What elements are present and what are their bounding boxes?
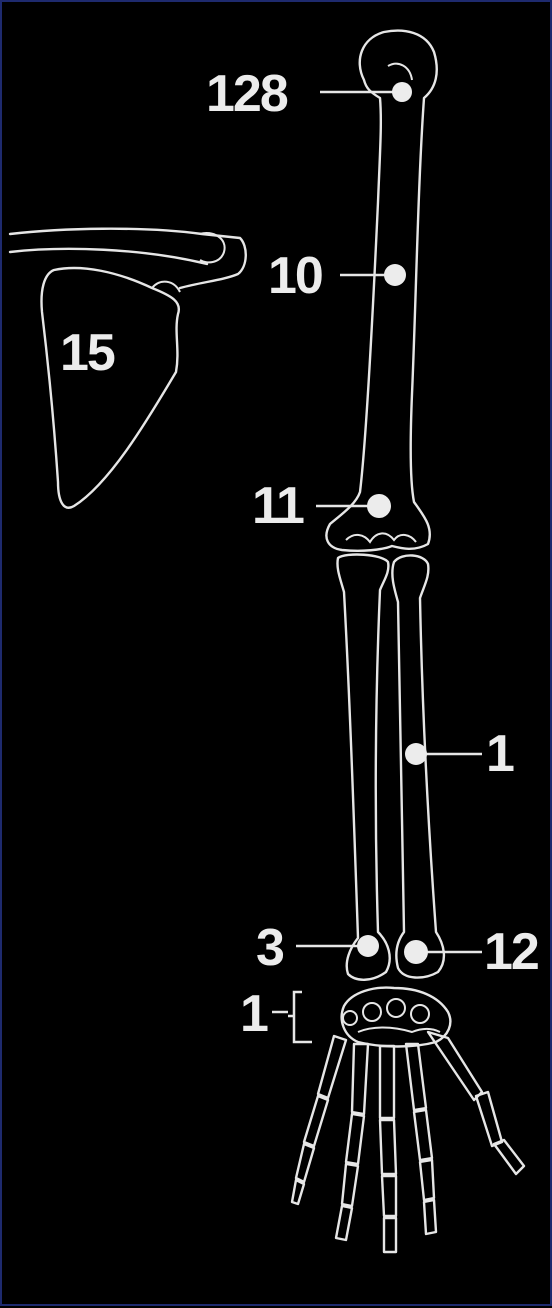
label-humerus-distal: 11 xyxy=(252,480,303,532)
marker-12 xyxy=(404,940,428,964)
label-humerus-head: 128 xyxy=(206,68,287,120)
leader-1-carpals xyxy=(272,992,312,1042)
label-ulna-shaft: 1 xyxy=(486,728,513,780)
hand-bones xyxy=(292,1032,524,1252)
radius xyxy=(337,555,389,980)
carpals xyxy=(342,988,451,1047)
label-carpals: 1 xyxy=(240,988,267,1040)
marker-128 xyxy=(392,82,412,102)
label-radius-distal: 3 xyxy=(256,922,283,974)
label-humerus-shaft: 10 xyxy=(268,250,322,302)
label-ulna-distal: 12 xyxy=(484,926,538,978)
marker-11 xyxy=(367,494,391,518)
ulna xyxy=(392,555,444,977)
marker-3 xyxy=(357,935,379,957)
label-scapula: 15 xyxy=(60,327,114,379)
marker-1-ulna xyxy=(405,743,427,765)
humerus xyxy=(326,31,436,551)
marker-10 xyxy=(384,264,406,286)
scapula xyxy=(42,268,181,508)
